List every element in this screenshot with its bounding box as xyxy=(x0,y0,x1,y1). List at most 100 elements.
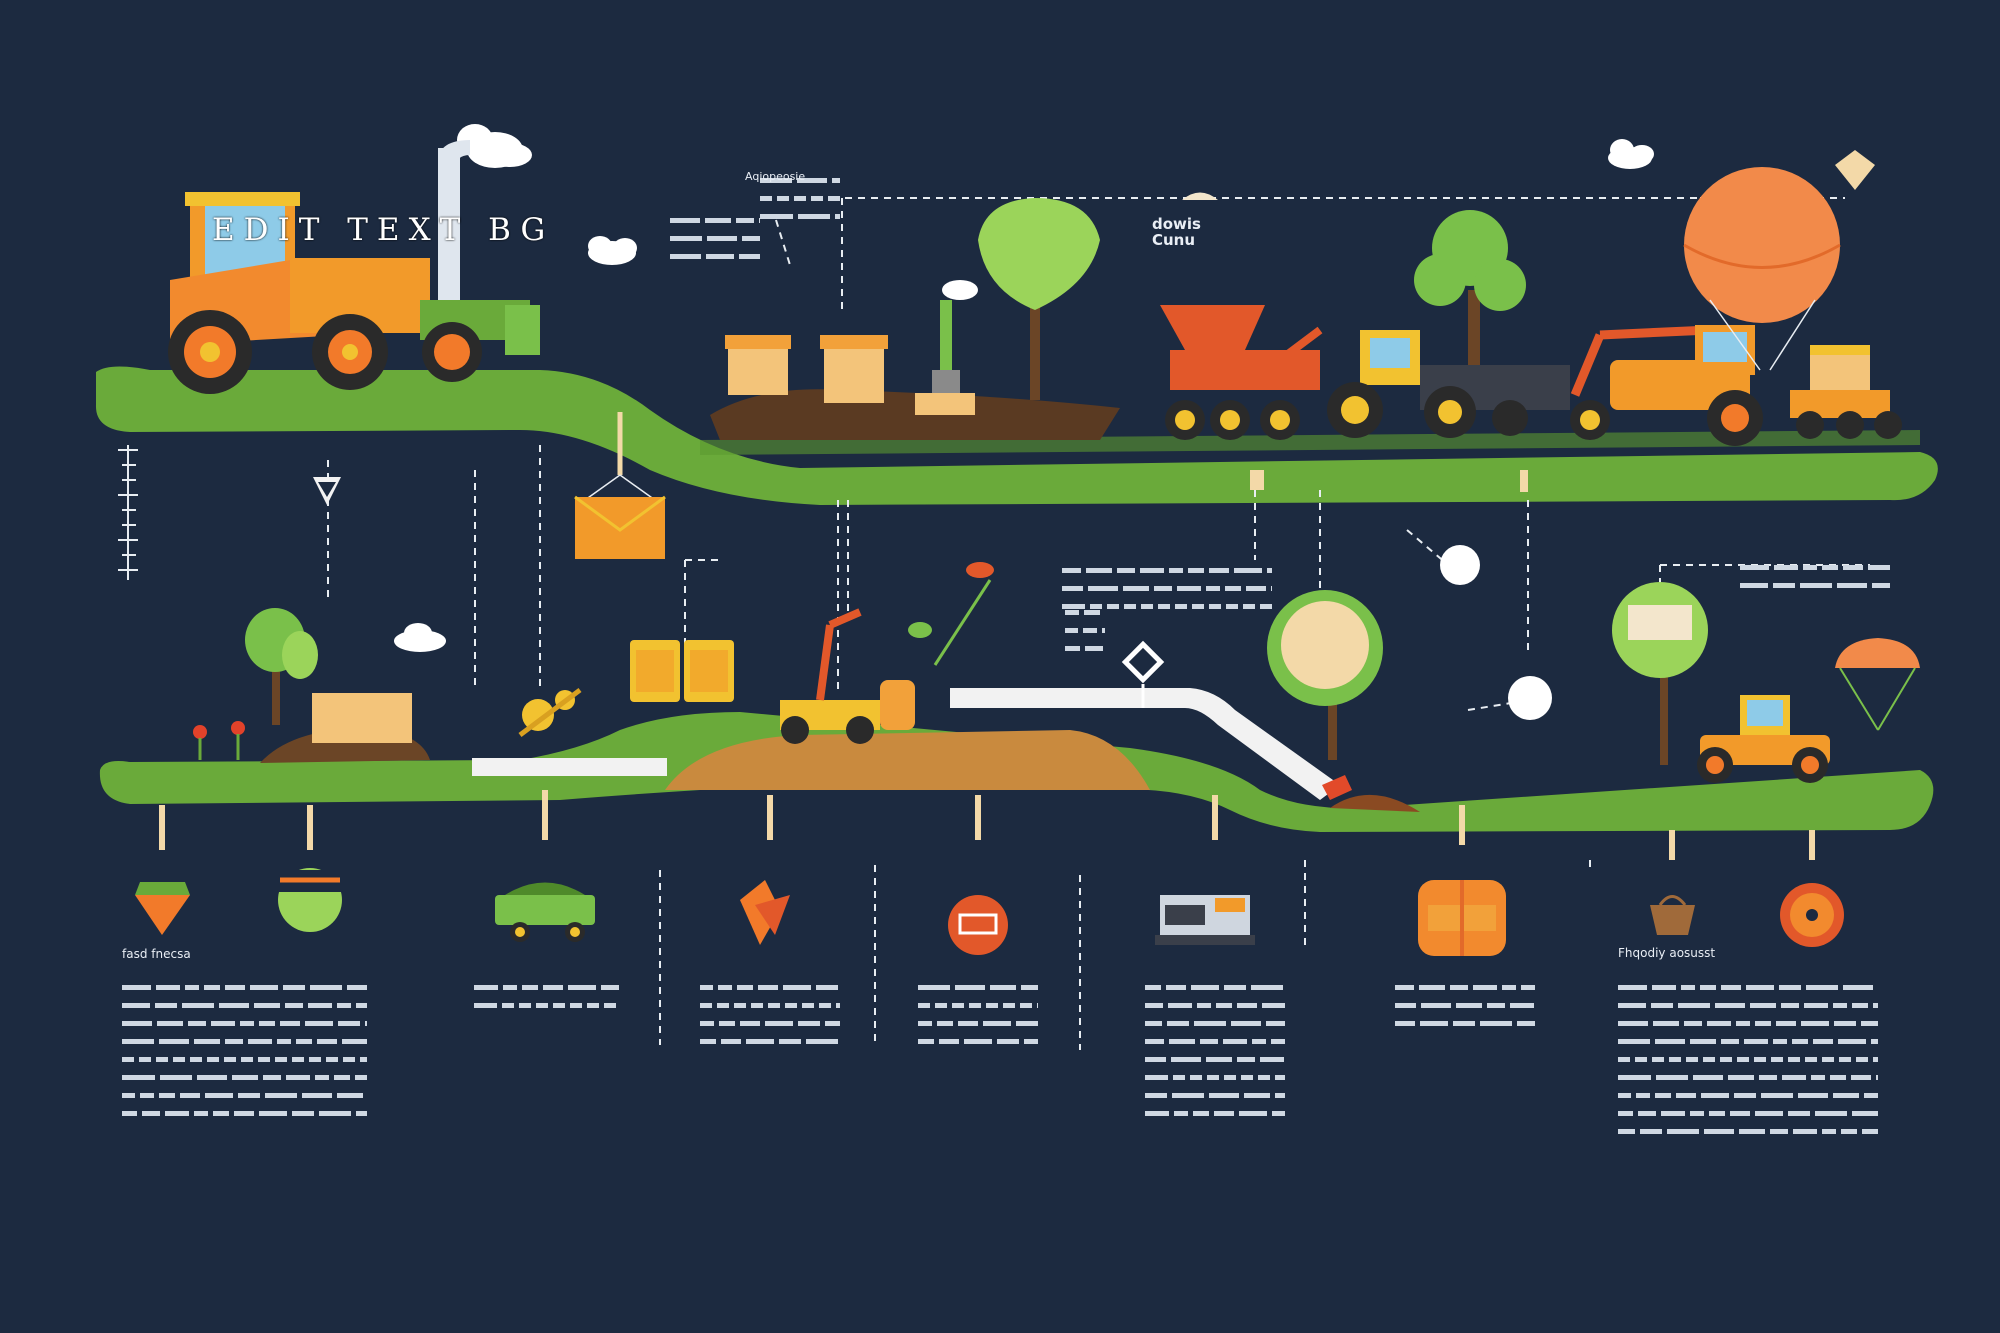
fine-print-bar xyxy=(1224,985,1246,990)
fine-print-bar xyxy=(1145,1093,1167,1098)
fine-print-bar xyxy=(1788,1111,1810,1116)
fine-print-bar xyxy=(1145,985,1161,990)
fine-print-bar xyxy=(836,1003,840,1008)
fine-print-bar xyxy=(1062,604,1085,609)
fine-print-bar xyxy=(275,1057,287,1062)
fine-print-bar xyxy=(277,1039,291,1044)
storage-crates xyxy=(725,280,978,415)
fine-print-bar xyxy=(1761,1093,1793,1098)
fine-print-bar xyxy=(155,1003,177,1008)
fine-print-bar xyxy=(1275,1093,1285,1098)
fine-print-bar xyxy=(1652,985,1676,990)
fine-print-bar xyxy=(1020,1003,1032,1008)
fine-print-bar xyxy=(337,1003,351,1008)
icon-stems xyxy=(159,790,1815,860)
fine-print-bar xyxy=(1690,1111,1704,1116)
fine-print-bar xyxy=(670,236,702,241)
fine-print-bar xyxy=(1244,1093,1270,1098)
sand-bed xyxy=(665,730,1150,790)
excavator-icon xyxy=(1570,325,1763,446)
upper-ground xyxy=(95,366,1938,505)
cloud-icon xyxy=(394,623,446,652)
fine-print-bar xyxy=(717,1003,729,1008)
fine-print-bar xyxy=(1805,1057,1817,1062)
fine-print-bar xyxy=(1102,628,1105,633)
fine-print-bar xyxy=(918,1003,930,1008)
fine-print-bar xyxy=(1788,1057,1800,1062)
fine-print-bar xyxy=(519,1003,531,1008)
fine-print-bar xyxy=(1707,1021,1731,1026)
fine-print-bar xyxy=(1487,1003,1505,1008)
fine-print-bar xyxy=(234,1111,254,1116)
fine-print-bar xyxy=(1770,1129,1788,1134)
fine-print-bar xyxy=(1873,1003,1878,1008)
fine-print-bar xyxy=(1822,565,1838,570)
fine-print-bar xyxy=(1636,1093,1650,1098)
fine-print-bar xyxy=(1759,1075,1777,1080)
soil-pile-right xyxy=(1330,794,1420,812)
fine-print-bar xyxy=(1782,1075,1806,1080)
fine-print-bar xyxy=(1656,1075,1688,1080)
fine-print-bar xyxy=(1618,1057,1630,1062)
fine-print-bar xyxy=(286,1075,310,1080)
fine-print-bar xyxy=(1141,604,1153,609)
fine-print-bar xyxy=(783,985,811,990)
fine-print-bar xyxy=(338,1021,360,1026)
fine-print-bar xyxy=(670,218,700,223)
fine-print-bar xyxy=(1744,1039,1768,1044)
fine-print-bar xyxy=(1154,586,1172,591)
fine-print-bar xyxy=(1740,583,1768,588)
fine-print-bar xyxy=(1271,1039,1285,1044)
fine-print-bar xyxy=(1737,1057,1749,1062)
fine-print-bar xyxy=(1251,985,1283,990)
fine-print-bar xyxy=(1086,568,1112,573)
fine-print-bar xyxy=(1618,1129,1635,1134)
fine-print-bar xyxy=(1652,1057,1664,1062)
fine-print-bar xyxy=(292,1057,304,1062)
fine-print-bar xyxy=(760,214,793,219)
fine-print-bar xyxy=(1117,568,1135,573)
small-loader-icon xyxy=(1790,345,1902,439)
fine-print-bar xyxy=(347,985,367,990)
fine-print-bar xyxy=(832,178,840,183)
fine-print-bar xyxy=(305,1021,333,1026)
fine-print-bar xyxy=(1871,1039,1878,1044)
fine-print-bar xyxy=(1720,1057,1732,1062)
fine-print-bar xyxy=(1090,604,1102,609)
fine-print-bar xyxy=(1107,604,1119,609)
fine-print-bar xyxy=(739,254,760,259)
fine-print-bar xyxy=(1754,1057,1766,1062)
fine-print-bar xyxy=(156,985,180,990)
fine-print-bar xyxy=(1635,1057,1647,1062)
fine-print-bar xyxy=(232,1075,258,1080)
fine-print-bar xyxy=(958,1021,978,1026)
fine-print-bar xyxy=(159,1093,175,1098)
marker-node xyxy=(1250,470,1552,720)
fine-print-bar xyxy=(1166,985,1186,990)
fine-print-bar xyxy=(935,1003,947,1008)
fine-print-bar xyxy=(1872,583,1890,588)
fine-print-bar xyxy=(816,985,838,990)
fine-print-bar xyxy=(1145,1021,1162,1026)
fine-print-bar xyxy=(918,1039,934,1044)
fine-print-bar xyxy=(334,1075,350,1080)
fine-print-bar xyxy=(1174,1111,1188,1116)
fine-print-bar xyxy=(1502,985,1516,990)
fine-print-bar xyxy=(248,1039,272,1044)
fine-print-bar xyxy=(360,1057,367,1062)
fine-print-bar xyxy=(1873,1057,1878,1062)
fine-print-bar xyxy=(337,1093,363,1098)
fine-print-bar xyxy=(1272,1111,1285,1116)
fine-print-bar xyxy=(1839,1057,1851,1062)
crate-icon xyxy=(312,693,412,743)
tree-icon xyxy=(245,608,318,725)
fine-print-bar xyxy=(1206,1057,1232,1062)
fine-print-bar xyxy=(1188,568,1204,573)
fine-print-bar xyxy=(159,1039,189,1044)
fine-print-bar xyxy=(568,985,596,990)
fine-print-bar xyxy=(997,1039,1019,1044)
fine-print-bar xyxy=(721,1039,741,1044)
fine-print-bar xyxy=(1209,604,1221,609)
fine-print-bar xyxy=(1190,1075,1202,1080)
fine-print-bar xyxy=(122,1057,134,1062)
